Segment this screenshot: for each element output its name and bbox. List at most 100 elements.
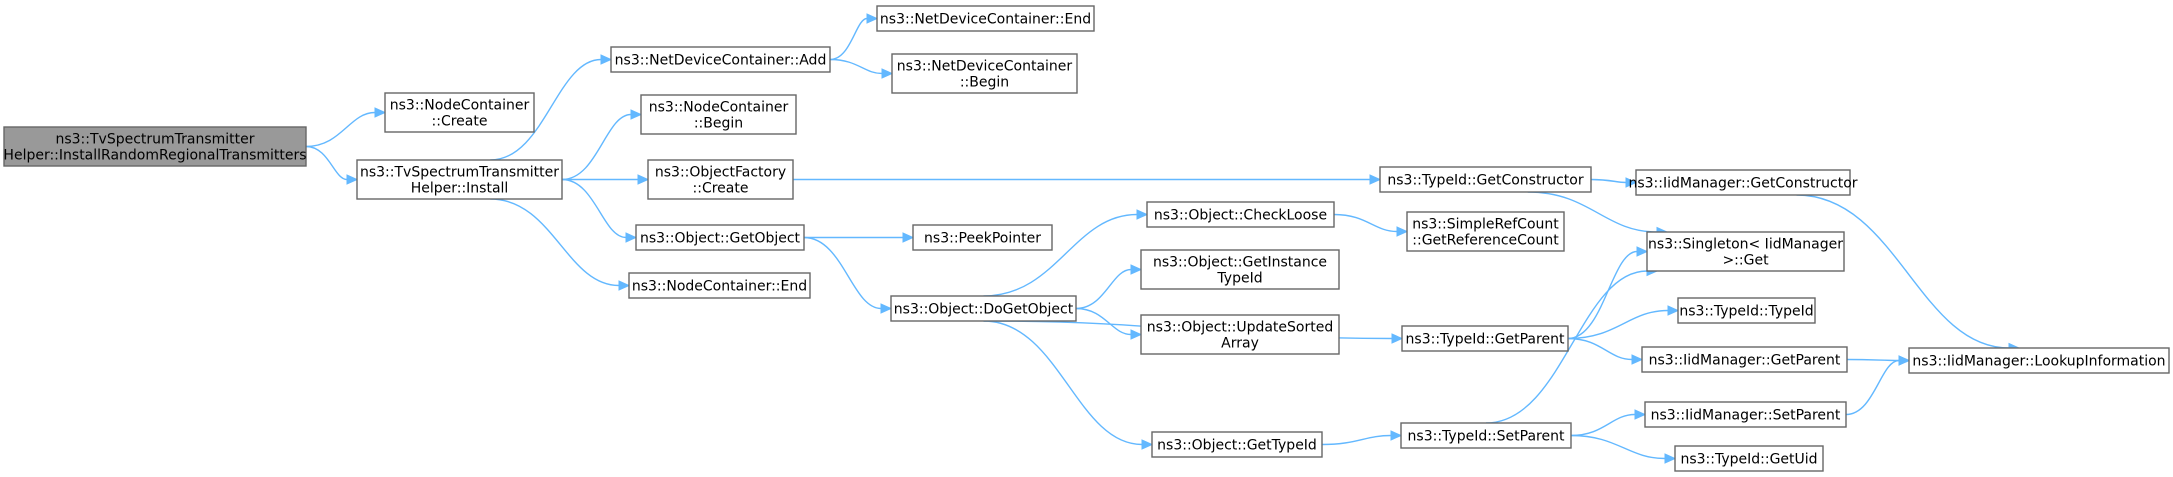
node-label-line: ns3::ObjectFactory [655,165,786,181]
node-box [1908,347,2170,374]
node-tid-getparent[interactable]: ns3::TypeId::GetParent [1401,325,1569,352]
edge-tid_getparent-to-tid_typeid [1567,309,1669,340]
node-label-line: ::Create [693,181,749,197]
node-box [3,126,307,167]
arrowhead-ndc_begin [881,68,894,79]
edge-install-to-nc_begin [561,113,632,181]
node-label-line: ns3::NetDeviceContainer::Add [615,53,827,69]
node-label-line: ns3::SimpleRefCount [1412,217,1559,233]
arrowhead-tid_typeid [1667,305,1680,316]
edge-iid_getconstructor-to-iid_lookup [1796,194,2010,349]
node-label-line: ns3::Object::UpdateSorted [1147,320,1333,336]
node-box [1146,201,1335,228]
node-box [1406,211,1565,252]
node-box [1641,346,1848,373]
node-of-create[interactable]: ns3::ObjectFactory::Create [647,159,794,200]
arrowhead-tid_getconstructor [1369,174,1382,185]
node-label-line: ns3::Object::GetObject [640,231,801,247]
edge-install-to-ndc_add [490,58,602,161]
node-iid-getconstructor[interactable]: ns3::IidManager::GetConstructor [1628,169,1858,196]
node-box [384,92,535,133]
edge-obj_gettypeid-to-tid_setparent [1321,434,1392,446]
arrowhead-obj_gettypeid [1141,439,1154,450]
arrowhead-dogetobject [880,303,893,314]
arrowhead-iid_setparent [1634,409,1647,420]
node-box [628,272,811,299]
node-label-line: >::Get [1722,253,1769,269]
arrowhead-iid_getconstructor [1625,177,1638,188]
node-ndc-end[interactable]: ns3::NetDeviceContainer::End [876,5,1095,32]
node-checkloose[interactable]: ns3::Object::CheckLoose [1146,201,1335,228]
node-box [1379,166,1592,193]
arrowhead-nc_end [618,280,631,291]
node-label-line: ns3::NetDeviceContainer::End [880,12,1091,28]
edge-iid_setparent-to-iid_lookup [1845,359,1900,416]
arrowhead-getrefcount [1396,226,1409,237]
node-label-line: ns3::Object::DoGetObject [894,302,1074,318]
node-box [1644,401,1847,428]
node-box [356,159,563,200]
arrowhead-tid_getuid [1664,453,1677,464]
node-label-line: ::GetReferenceCount [1412,233,1559,249]
node-nc-begin[interactable]: ns3::NodeContainer::Begin [640,94,797,135]
node-getrefcount[interactable]: ns3::SimpleRefCount::GetReferenceCount [1406,211,1565,252]
node-install[interactable]: ns3::TvSpectrumTransmitterHelper::Instal… [356,159,563,200]
node-label-line: ns3::TypeId::GetUid [1680,452,1817,468]
arrowhead-ndc_end [866,13,879,24]
node-iid-setparent[interactable]: ns3::IidManager::SetParent [1644,401,1847,428]
node-label-line: ns3::IidManager::GetParent [1649,353,1841,369]
node-tid-setparent[interactable]: ns3::TypeId::SetParent [1400,422,1572,449]
node-peekpointer[interactable]: ns3::PeekPointer [912,224,1053,251]
node-ndc-add[interactable]: ns3::NetDeviceContainer::Add [610,46,831,73]
node-root[interactable]: ns3::TvSpectrumTransmitterHelper::Instal… [3,126,307,167]
node-label-line: ns3::Object::GetInstance [1153,255,1327,271]
arrowhead-tid_getparent [1391,333,1404,344]
node-box [891,53,1078,94]
edge-tid_setparent-to-iid_setparent [1570,413,1636,437]
edge-iid_getparent-to-iid_lookup [1846,358,1900,362]
node-ndc-begin[interactable]: ns3::NetDeviceContainer::Begin [891,53,1078,94]
edge-dogetobject-to-obj_gettypeid [983,320,1143,446]
node-label-line: Helper::Install [411,181,509,197]
node-label-line: ns3::NodeContainer [390,98,530,114]
node-label-line: TypeId [1216,271,1262,287]
node-label-line: ns3::Object::CheckLoose [1154,208,1327,224]
node-nc-end[interactable]: ns3::NodeContainer::End [628,272,811,299]
node-tid-getconstructor[interactable]: ns3::TypeId::GetConstructor [1379,166,1592,193]
node-box [647,159,794,200]
node-tid-getuid[interactable]: ns3::TypeId::GetUid [1674,445,1824,472]
node-label-line: ns3::TvSpectrumTransmitter [55,132,254,148]
edge-root-to-install [305,145,348,181]
edge-root-to-nc_create [305,111,376,148]
node-obj-gettypeid[interactable]: ns3::Object::GetTypeId [1151,431,1323,458]
node-singleton-get[interactable]: ns3::Singleton< IidManager >::Get [1646,231,1845,272]
node-label-line: ns3::Singleton< IidManager [1648,237,1843,253]
node-label-line: ns3::NodeContainer::End [632,279,807,295]
node-label-line: ns3::TypeId::SetParent [1408,429,1565,445]
edge-tid_getconstructor-to-iid_getconstructor [1590,178,1627,184]
node-box [1400,422,1572,449]
edge-dogetobject-to-getinstancetypeid [1075,268,1132,310]
edge-ndc_add-to-ndc_end [829,17,868,61]
node-box [1646,231,1845,272]
node-obj-getobject[interactable]: ns3::Object::GetObject [635,224,805,251]
node-iid-lookup[interactable]: ns3::IidManager::LookupInformation [1908,347,2170,374]
edge-checkloose-to-getrefcount [1333,213,1398,233]
arrowhead-nc_begin [630,109,643,120]
arrowhead-of_create [637,174,650,185]
node-label-line: Helper::InstallRandomRegionalTransmitter… [3,148,306,164]
node-box [912,224,1053,251]
node-dogetobject[interactable]: ns3::Object::DoGetObject [890,295,1077,322]
arrowhead-install [346,174,359,185]
node-box [610,46,831,73]
edge-obj_getobject-to-dogetobject [803,236,882,310]
node-nc-create[interactable]: ns3::NodeContainer::Create [384,92,535,133]
node-iid-getparent[interactable]: ns3::IidManager::GetParent [1641,346,1848,373]
node-tid-typeid[interactable]: ns3::TypeId::TypeId [1677,297,1816,324]
node-label-line: ns3::NodeContainer [649,100,789,116]
edge-install-to-nc_end [490,198,620,287]
arrowhead-obj_getobject [625,232,638,243]
edge-ndc_add-to-ndc_begin [829,58,883,75]
